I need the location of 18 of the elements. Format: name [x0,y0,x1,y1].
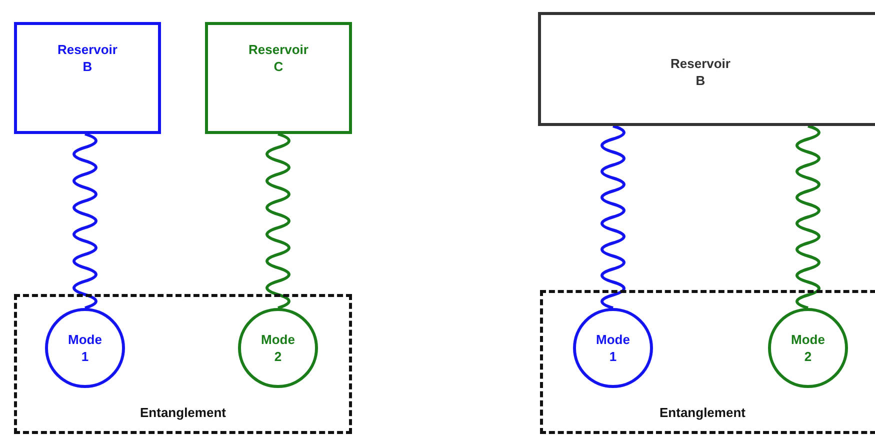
node-label: Mode 2 [790,331,826,365]
reservoir-box [205,22,352,134]
spring-connector [72,132,98,310]
reservoir-box [14,22,161,134]
spring-connector [266,132,290,310]
node-label: Mode 1 [595,331,631,365]
node-label: Mode 1 [67,331,103,365]
node-label: Reservoir C [248,41,310,75]
node-label: Entanglement [660,404,746,421]
entanglement-region [14,294,352,434]
spring-connector [796,124,820,310]
reservoir-box [538,12,875,126]
node-label: Reservoir B [670,55,732,89]
spring-connector [600,124,626,310]
entanglement-region [540,290,875,434]
node-label: Entanglement [140,404,226,421]
node-label: Mode 2 [260,331,296,365]
node-label: Reservoir B [56,41,118,75]
